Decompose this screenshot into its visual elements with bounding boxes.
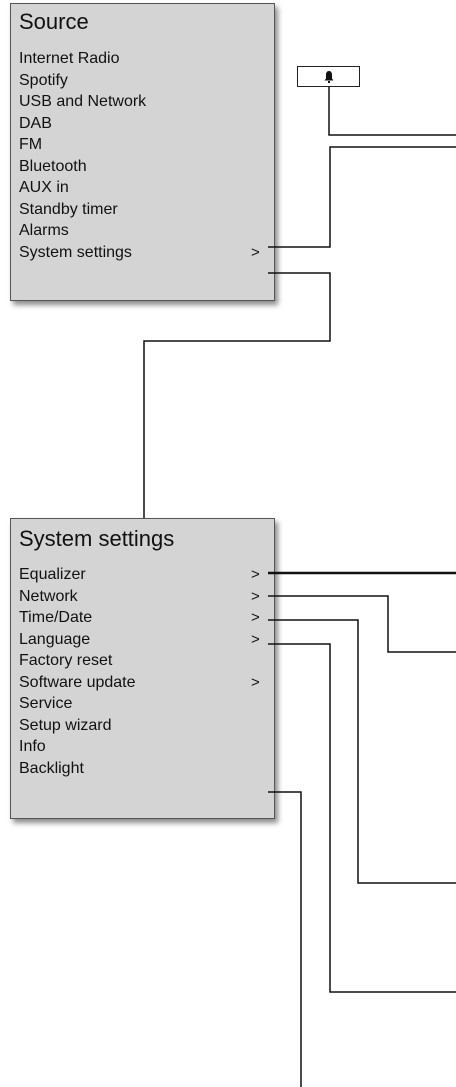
menu-item-language[interactable]: Language > — [19, 629, 274, 651]
menu-item-service[interactable]: Service — [19, 693, 274, 715]
submenu-arrow: > — [251, 609, 260, 626]
connector-alarm-icon-right — [328, 87, 456, 136]
menu-item-info[interactable]: Info — [19, 736, 274, 758]
menu-item-label: Alarms — [19, 222, 69, 239]
menu-item-bluetooth[interactable]: Bluetooth — [19, 156, 274, 178]
menu-item-alarms[interactable]: Alarms — [19, 220, 274, 242]
menu-item-software-update[interactable]: Software update > — [19, 672, 274, 694]
source-menu-title: Source — [19, 9, 89, 34]
connector-time-date — [268, 619, 456, 884]
system-settings-menu-list: Equalizer > Network > Time/Date > Langua… — [19, 564, 274, 779]
submenu-arrow: > — [251, 630, 260, 648]
menu-item-network[interactable]: Network > — [19, 586, 274, 608]
menu-item-label: FM — [19, 136, 43, 153]
menu-item-label: AUX in — [19, 179, 69, 196]
menu-item-label: Internet Radio — [19, 50, 120, 67]
menu-item-label: Equalizer — [19, 566, 86, 583]
connector-language — [268, 643, 456, 993]
menu-item-label: Service — [19, 695, 73, 712]
menu-item-fm[interactable]: FM — [19, 134, 274, 156]
menu-item-internet-radio[interactable]: Internet Radio — [19, 48, 274, 70]
menu-item-usb-and-network[interactable]: USB and Network — [19, 91, 274, 113]
menu-item-aux-in[interactable]: AUX in — [19, 177, 274, 199]
connector-system-settings-down — [143, 272, 331, 518]
menu-item-equalizer[interactable]: Equalizer > — [19, 564, 274, 586]
submenu-arrow: > — [251, 243, 260, 261]
connector-network — [268, 595, 456, 653]
source-menu-list: Internet Radio Spotify USB and Network D… — [19, 48, 274, 263]
menu-item-label: Standby timer — [19, 200, 118, 218]
submenu-arrow: > — [251, 587, 260, 605]
menu-item-spotify[interactable]: Spotify — [19, 70, 274, 92]
bell-icon — [324, 70, 333, 83]
menu-item-label: Factory reset — [19, 652, 113, 669]
menu-item-label: USB and Network — [19, 93, 147, 110]
menu-item-backlight[interactable]: Backlight — [19, 758, 274, 780]
alarm-icon-box — [297, 66, 360, 87]
menu-item-factory-reset[interactable]: Factory reset — [19, 650, 274, 672]
menu-item-label: Spotify — [19, 71, 68, 89]
submenu-arrow: > — [251, 673, 260, 691]
menu-item-setup-wizard[interactable]: Setup wizard — [19, 715, 274, 737]
menu-item-label: Info — [19, 738, 46, 755]
connector-backlight — [268, 791, 302, 1087]
menu-item-label: Time/Date — [19, 609, 93, 626]
menu-item-label: Backlight — [19, 759, 84, 777]
menu-item-label: Network — [19, 587, 78, 605]
source-menu: Source Internet Radio Spotify USB and Ne… — [10, 3, 275, 301]
menu-item-system-settings[interactable]: System settings > — [19, 242, 274, 264]
menu-item-label: Software update — [19, 673, 136, 691]
menu-item-label: System settings — [19, 243, 132, 261]
menu-item-label: Language — [19, 630, 91, 648]
connector-alarms-to-right — [268, 146, 456, 248]
system-settings-menu-title: System settings — [19, 526, 175, 551]
system-settings-menu: System settings Equalizer > Network > Ti… — [10, 518, 275, 819]
menu-item-label: DAB — [19, 114, 52, 132]
menu-item-standby-timer[interactable]: Standby timer — [19, 199, 274, 221]
submenu-arrow: > — [251, 566, 260, 583]
menu-item-label: Setup wizard — [19, 716, 112, 734]
menu-item-time-date[interactable]: Time/Date > — [19, 607, 274, 629]
menu-item-label: Bluetooth — [19, 157, 87, 175]
menu-item-dab[interactable]: DAB — [19, 113, 274, 135]
